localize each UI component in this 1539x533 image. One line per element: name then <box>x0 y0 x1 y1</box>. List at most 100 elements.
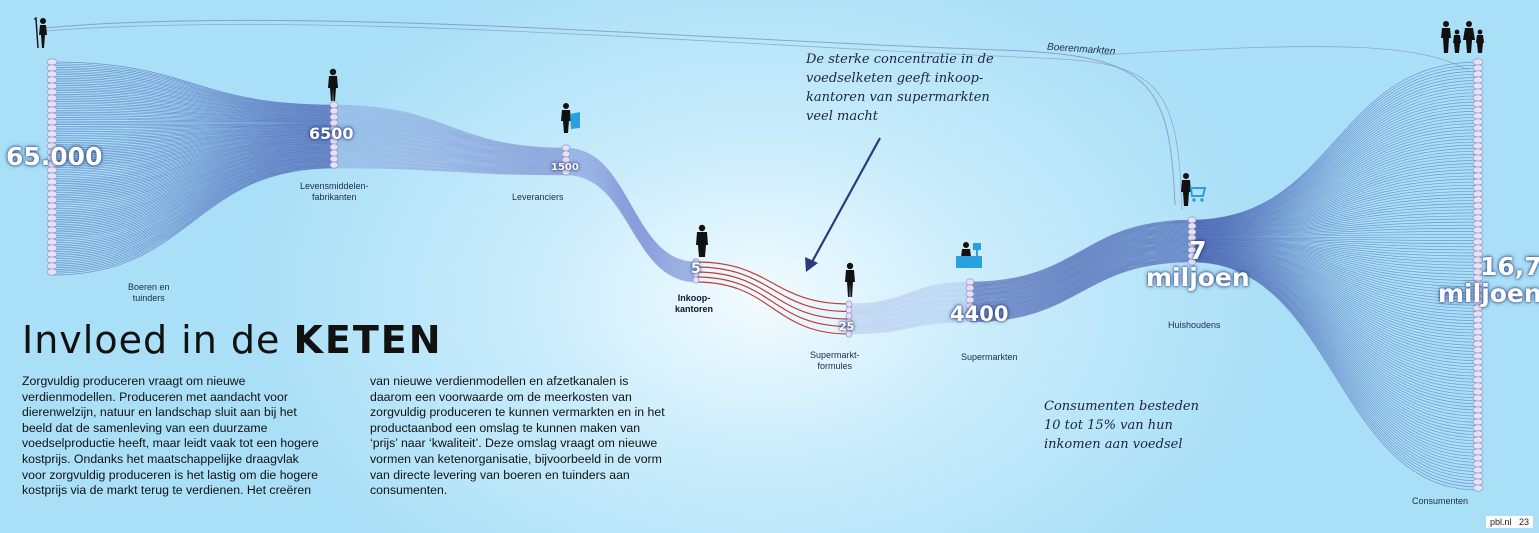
flow-boeren-fabrikanten <box>51 77 335 111</box>
flow-boeren-fabrikanten <box>51 151 335 220</box>
flow-supermarkten-huishoudens <box>969 226 1193 289</box>
flow-supermarkten-huishoudens <box>969 240 1193 303</box>
node-disc-boeren <box>46 76 58 84</box>
flow-supermarkten-huishoudens <box>969 233 1193 296</box>
body-line: Zorgvuldig produceren vraagt om nieuwe <box>22 374 246 388</box>
flow-huishoudens-consumenten <box>1191 194 1479 234</box>
flow-boeren-fabrikanten <box>51 113 335 121</box>
flow-fabrikanten-leveranciers <box>333 143 567 165</box>
flow-fabrikanten-leveranciers <box>333 120 567 155</box>
flow-huishoudens-consumenten <box>1191 250 1479 374</box>
flow-boeren-fabrikanten <box>51 159 335 249</box>
flow-huishoudens-consumenten <box>1191 178 1479 232</box>
flow-fabrikanten-leveranciers <box>333 147 567 167</box>
flow-huishoudens-consumenten <box>1191 184 1479 233</box>
flow-fabrikanten-leveranciers <box>333 133 567 161</box>
flow-fabrikanten-leveranciers <box>333 116 567 154</box>
flow-supermarkten-huishoudens <box>969 241 1193 304</box>
node-disc-boeren <box>46 268 58 276</box>
flow-fabrikanten-leveranciers <box>333 123 567 157</box>
node-disc-con <box>1472 484 1484 492</box>
flow-boeren-fabrikanten <box>51 101 335 117</box>
body-line: dierenwelzijn, natuur en landschap sluit… <box>22 405 297 420</box>
flow-boeren-fabrikanten <box>51 148 335 210</box>
node-disc-con <box>1472 460 1484 468</box>
flow-supermarkten-huishoudens <box>969 232 1193 295</box>
node-disc-boeren <box>46 94 58 102</box>
flow-leveranciers-inkoopkantoren <box>565 158 697 271</box>
flow-supermarkten-huishoudens <box>969 232 1193 295</box>
flow-supermarktformules-supermarkten <box>848 296 971 316</box>
flow-huishoudens-consumenten <box>1191 240 1479 275</box>
node-disc-con <box>1472 328 1484 336</box>
flow-boeren-fabrikanten <box>51 109 335 120</box>
flow-supermarktformules-supermarkten <box>848 299 971 318</box>
flow-supermarktformules-supermarkten <box>848 311 971 327</box>
flow-huishoudens-consumenten <box>1191 212 1479 236</box>
node-disc-con <box>1472 382 1484 390</box>
flow-supermarkten-huishoudens <box>969 239 1193 302</box>
node-disc-fab <box>329 155 339 163</box>
flow-huishoudens-consumenten <box>1191 257 1479 445</box>
flow-leveranciers-inkoopkantoren <box>565 153 697 267</box>
flow-fabrikanten-leveranciers <box>333 150 567 168</box>
count-consumenten-unit: miljoen <box>1438 279 1539 308</box>
flow-boeren-fabrikanten <box>51 93 335 115</box>
node-disc-boeren <box>46 220 58 228</box>
flow-huishoudens-consumenten <box>1191 255 1479 429</box>
flow-boeren-fabrikanten <box>51 72 335 109</box>
count-huishoudens: 7 miljoen <box>1146 237 1250 291</box>
flow-supermarkten-huishoudens <box>969 223 1193 286</box>
flow-supermarktformules-supermarkten <box>848 302 971 320</box>
flow-huishoudens-consumenten <box>1191 251 1479 389</box>
flow-huishoudens-consumenten <box>1191 77 1479 222</box>
flow-supermarkten-huishoudens <box>969 219 1193 283</box>
node-disc-boeren <box>46 214 58 222</box>
node-disc-con <box>1472 148 1484 156</box>
count-huishoudens-unit: miljoen <box>1146 263 1250 292</box>
boerenmarkten-line <box>43 24 1183 211</box>
node-disc-con <box>1472 64 1484 72</box>
flow-supermarkten-huishoudens <box>969 244 1193 306</box>
flow-huishoudens-consumenten <box>1191 255 1479 426</box>
flow-fabrikanten-leveranciers <box>333 116 567 154</box>
flow-huishoudens-consumenten <box>1191 256 1479 442</box>
flow-huishoudens-consumenten <box>1191 237 1479 245</box>
flow-boeren-fabrikanten <box>51 106 335 119</box>
flow-boeren-fabrikanten <box>51 123 335 127</box>
label-huishoudens: Huishoudens <box>1168 320 1221 331</box>
footer-page-number: 23 <box>1515 516 1534 528</box>
flow-supermarkten-huishoudens <box>969 246 1193 308</box>
flow-huishoudens-consumenten <box>1191 190 1479 234</box>
node-disc-con <box>1472 472 1484 480</box>
flow-fabrikanten-leveranciers <box>333 118 567 155</box>
flow-supermarktformules-supermarkten <box>848 303 971 321</box>
flow-huishoudens-consumenten <box>1191 92 1479 224</box>
flow-fabrikanten-leveranciers <box>333 124 567 157</box>
node-disc-boeren <box>46 202 58 210</box>
flow-supermarktformules-supermarkten <box>848 316 971 331</box>
flow-fabrikanten-leveranciers <box>333 104 567 149</box>
flow-supermarktformules-supermarkten <box>848 288 971 310</box>
flow-huishoudens-consumenten <box>1191 251 1479 383</box>
flow-huishoudens-consumenten <box>1191 254 1479 420</box>
farmer-icon <box>34 17 47 49</box>
node-columns <box>46 58 1484 492</box>
flow-boeren-fabrikanten <box>51 117 335 122</box>
flow-supermarktformules-supermarkten <box>848 306 971 323</box>
flow-leveranciers-inkoopkantoren <box>565 170 697 279</box>
flow-huishoudens-consumenten <box>1191 238 1479 257</box>
flow-huishoudens-consumenten <box>1191 261 1479 485</box>
flow-fabrikanten-leveranciers <box>333 135 567 162</box>
flow-inkoopkantoren-supermarktformules <box>695 271 850 320</box>
flow-fabrikanten-leveranciers <box>333 123 567 157</box>
body-text-left: Zorgvuldig produceren vraagt om nieuwe v… <box>22 374 362 499</box>
annotation-spending: Consumenten besteden 10 tot 15% van hun … <box>1044 397 1199 454</box>
flow-supermarkten-huishoudens <box>969 256 1193 318</box>
flow-supermarkten-huishoudens <box>969 245 1193 308</box>
node-disc-con <box>1472 364 1484 372</box>
flow-fabrikanten-leveranciers <box>333 112 567 152</box>
flow-supermarkten-huishoudens <box>969 231 1193 294</box>
flow-huishoudens-consumenten <box>1191 255 1479 423</box>
flow-huishoudens-consumenten <box>1191 253 1479 405</box>
